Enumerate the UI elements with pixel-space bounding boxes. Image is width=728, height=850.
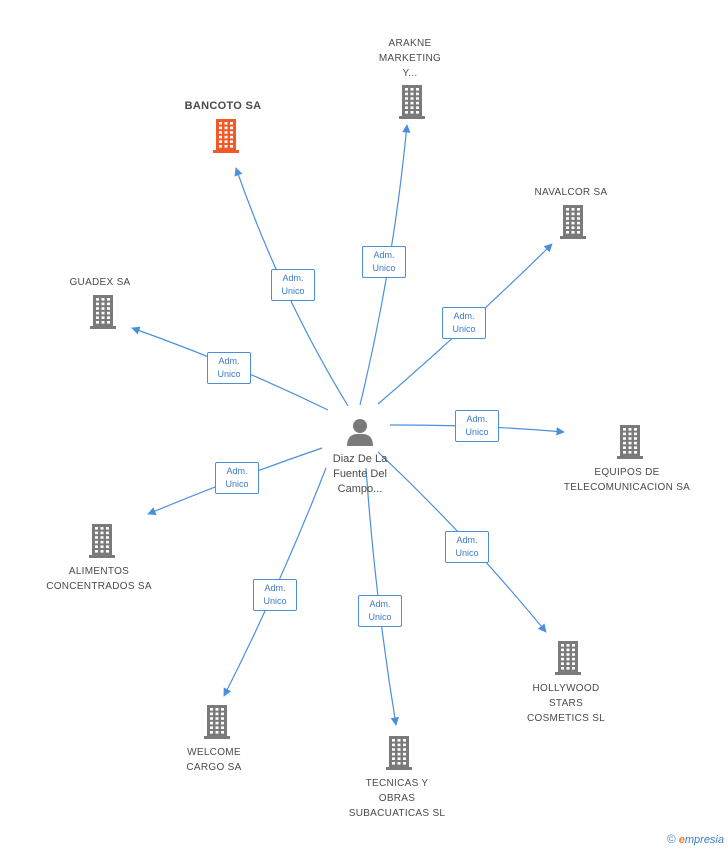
person-icon[interactable] (347, 419, 373, 446)
logo-letter: e (678, 834, 685, 846)
role-badge-bancoto[interactable]: Adm. Unico (271, 269, 315, 301)
building-icon-hollywood[interactable] (555, 641, 581, 675)
role-badge-hollywood[interactable]: Adm. Unico (445, 531, 489, 563)
role-badge-equipos[interactable]: Adm. Unico (455, 410, 499, 442)
building-icon-navalcor[interactable] (560, 205, 586, 239)
role-badge-alimentos[interactable]: Adm. Unico (215, 462, 259, 494)
building-icon-guadex[interactable] (90, 295, 116, 329)
role-badge-arakne[interactable]: Adm. Unico (362, 246, 406, 278)
role-badge-guadex[interactable]: Adm. Unico (207, 352, 251, 384)
company-name-hollywood[interactable]: HOLLYWOOD STARS COSMETICS SL (526, 683, 606, 724)
role-badge-navalcor[interactable]: Adm. Unico (442, 307, 486, 339)
logo-text: mpresia (684, 834, 724, 846)
copyright-symbol: © (666, 832, 676, 846)
company-name-equipos[interactable]: EQUIPOS DE TELECOMUNICACION SA (563, 467, 691, 493)
company-name-navalcor[interactable]: NAVALCOR SA (534, 187, 608, 198)
company-name-alimentos[interactable]: ALIMENTOS CONCENTRADOS SA (46, 566, 152, 592)
role-badge-tecnicas[interactable]: Adm. Unico (358, 595, 402, 627)
empresia-logo[interactable]: ©empresia (667, 832, 724, 846)
person-name[interactable]: Diaz De La Fuente Del Campo... (332, 453, 388, 495)
building-icon-arakne[interactable] (399, 85, 425, 119)
company-name-bancoto[interactable]: BANCOTO SA (184, 100, 262, 112)
company-name-tecnicas[interactable]: TECNICAS Y OBRAS SUBACUATICAS SL (348, 778, 446, 819)
company-name-welcome[interactable]: WELCOME CARGO SA (186, 747, 242, 773)
building-icon-alimentos[interactable] (89, 524, 115, 558)
company-name-arakne[interactable]: ARAKNE MARKETING Y... (378, 38, 442, 79)
building-icon-tecnicas[interactable] (386, 736, 412, 770)
building-icon-equipos[interactable] (617, 425, 643, 459)
role-badge-welcome[interactable]: Adm. Unico (253, 579, 297, 611)
building-icon-welcome[interactable] (204, 705, 230, 739)
building-icon-bancoto[interactable] (213, 119, 239, 153)
company-name-guadex[interactable]: GUADEX SA (69, 277, 131, 288)
